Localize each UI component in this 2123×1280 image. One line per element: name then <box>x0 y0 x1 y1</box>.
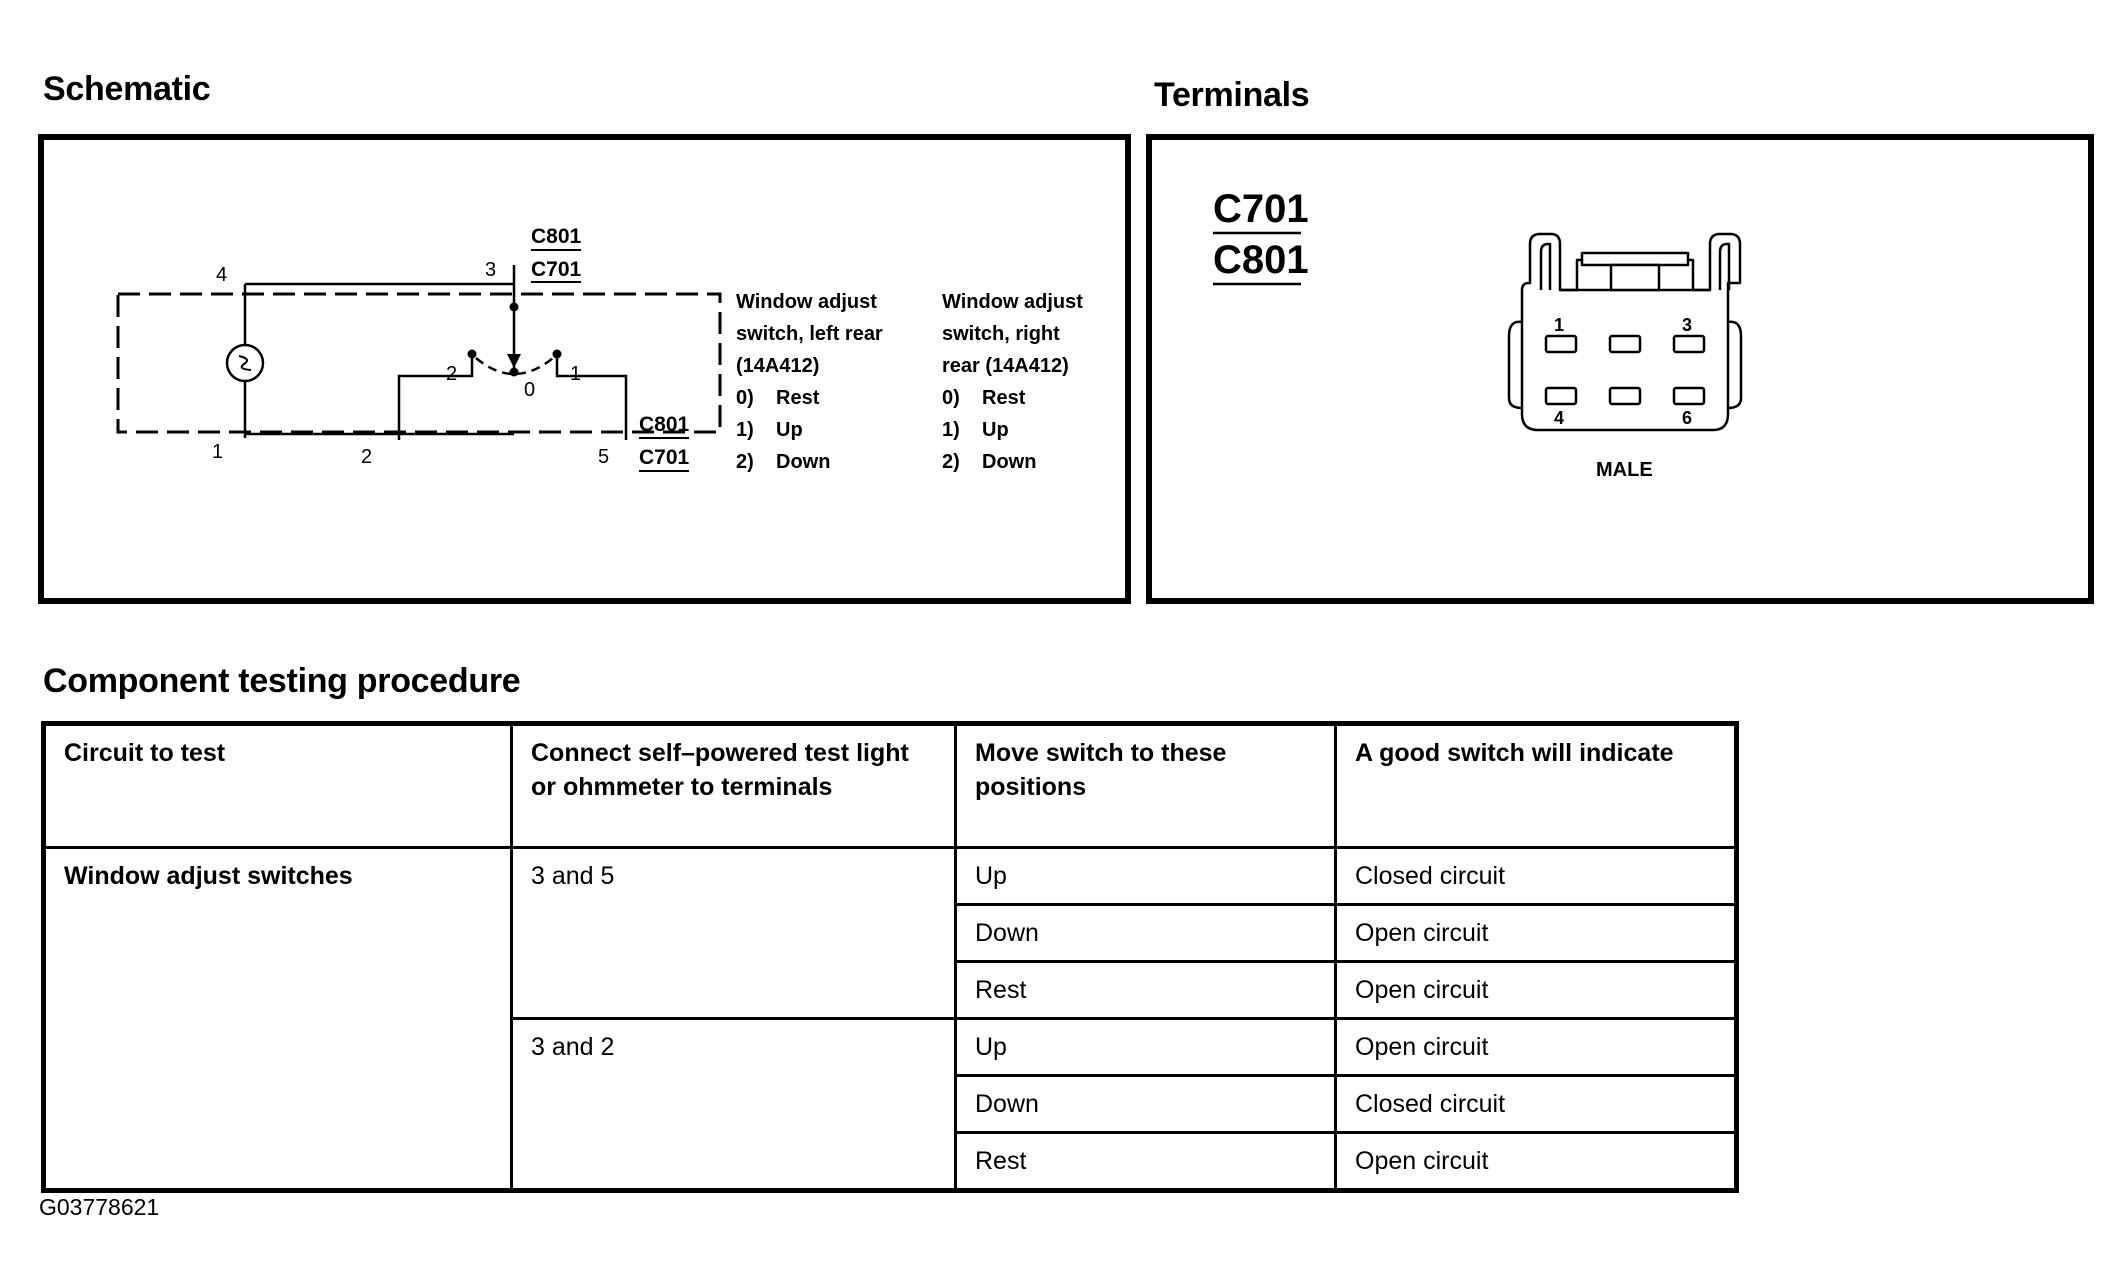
position-num: 1) <box>942 419 960 441</box>
wire-contact-2 <box>397 354 474 440</box>
figure-id: G03778621 <box>39 1194 160 1220</box>
legend-line: switch, left rear <box>736 323 883 345</box>
table-row: Down Open circuit <box>44 903 1738 963</box>
pin-number: 3 <box>1682 315 1692 335</box>
position-name: Down <box>776 451 830 473</box>
legend-line: Window adjust <box>942 291 1083 313</box>
pin-number: 4 <box>216 264 227 286</box>
terminals-panel: C701 C801 1 3 4 6 MALE <box>1146 134 2094 604</box>
switch-travel-arc <box>475 357 554 376</box>
position-name: Rest <box>982 387 1026 409</box>
result-cell: Closed circuit <box>1334 1074 1738 1134</box>
position-cell: Down <box>954 903 1337 963</box>
legend-line: Window adjust <box>736 291 877 313</box>
position-cell: Rest <box>954 1131 1337 1192</box>
position-cell: Rest <box>954 960 1337 1020</box>
table-row: Window adjust switches 3 and 5 Up Closed… <box>42 846 1738 1192</box>
pin-number: 6 <box>1682 408 1692 428</box>
position-num: 2) <box>942 451 960 473</box>
schematic-panel: C801 C701 C801 C701 4 3 1 2 5 2 0 1 Wind… <box>38 134 1131 604</box>
result-cell: Closed circuit <box>1334 846 1738 906</box>
connector-face-diagram: C701 C801 1 3 4 6 MALE <box>1213 187 1743 481</box>
connector-label: C701 <box>531 258 582 281</box>
connector-label: C801 <box>531 225 582 248</box>
connector-id: C801 <box>1213 238 1309 282</box>
position-num: 0) <box>942 387 960 409</box>
terminal-slot <box>1672 334 1706 354</box>
column-header: Circuit to test <box>42 722 513 849</box>
wire-contact-1 <box>555 354 628 440</box>
terminal-slot <box>1608 386 1642 406</box>
pin-number: 2 <box>361 446 372 468</box>
position-num: 0) <box>736 387 754 409</box>
position-name: Up <box>776 419 803 441</box>
legend-line: rear (14A412) <box>942 355 1069 377</box>
position-number: 2 <box>446 363 457 385</box>
position-num: 2) <box>736 451 754 473</box>
left-switch-legend: Window adjust switch, left rear (14A412)… <box>736 291 883 473</box>
position-name: Down <box>982 451 1036 473</box>
result-cell: Open circuit <box>1334 903 1738 963</box>
terminals-cell: 3 and 2 <box>510 1017 957 1192</box>
position-cell: Up <box>954 1017 1337 1077</box>
result-cell: Open circuit <box>1334 1017 1738 1077</box>
terminals-cell: 3 and 5 <box>510 846 957 1020</box>
switch-enclosure <box>116 292 722 434</box>
schematic-diagram: C801 C701 C801 C701 4 3 1 2 5 2 0 1 Wind… <box>116 225 1083 473</box>
position-name: Up <box>982 419 1009 441</box>
right-switch-legend: Window adjust switch, right rear (14A412… <box>942 291 1083 473</box>
table-row: 3 and 2 Up Open circuit <box>44 1017 1738 1192</box>
column-header: A good switch will indicate <box>1334 722 1738 849</box>
connector-label: C801 <box>639 413 690 436</box>
terminal-slots <box>1544 334 1706 406</box>
position-num: 1) <box>736 419 754 441</box>
position-number: 1 <box>570 363 581 385</box>
pin-number: 1 <box>212 441 223 463</box>
pin-number: 5 <box>598 446 609 468</box>
schematic-heading: Schematic <box>43 70 211 108</box>
position-name: Rest <box>776 387 820 409</box>
procedure-table: Circuit to test Connect self–powered tes… <box>41 721 1739 1193</box>
position-number: 0 <box>524 379 535 401</box>
switch-arrow <box>507 354 521 368</box>
position-cell: Down <box>954 1074 1337 1134</box>
result-cell: Open circuit <box>1334 1131 1738 1192</box>
connector-gender: MALE <box>1596 459 1653 481</box>
table-row: Rest Open circuit <box>44 960 1738 1020</box>
pin-number: 4 <box>1554 408 1564 428</box>
terminal-slot <box>1544 334 1578 354</box>
switch-pivot <box>509 367 519 377</box>
position-cell: Up <box>954 846 1337 906</box>
column-header: Move switch to these positions <box>954 722 1337 849</box>
table-row: Rest Open circuit <box>44 1131 1738 1192</box>
table-row: Down Closed circuit <box>44 1074 1738 1134</box>
connector-id: C701 <box>1213 187 1309 231</box>
junction-dot <box>509 302 519 312</box>
connector-housing <box>1507 232 1743 432</box>
lamp-icon <box>225 343 265 383</box>
legend-line: switch, right <box>942 323 1060 345</box>
legend-line: (14A412) <box>736 355 819 377</box>
circuit-cell: Window adjust switches <box>42 846 513 1192</box>
terminal-slot <box>1608 334 1642 354</box>
terminal-slot <box>1672 386 1706 406</box>
pin-number: 1 <box>1554 315 1564 335</box>
result-cell: Open circuit <box>1334 960 1738 1020</box>
table-header-row: Circuit to test Connect self–powered tes… <box>42 722 1738 849</box>
terminal-slot <box>1544 386 1578 406</box>
procedure-heading: Component testing procedure <box>43 662 521 700</box>
terminals-heading: Terminals <box>1154 76 1310 114</box>
pin-number: 3 <box>485 259 496 281</box>
column-header: Connect self–powered test light or ohmme… <box>510 722 957 849</box>
connector-label: C701 <box>639 446 690 469</box>
